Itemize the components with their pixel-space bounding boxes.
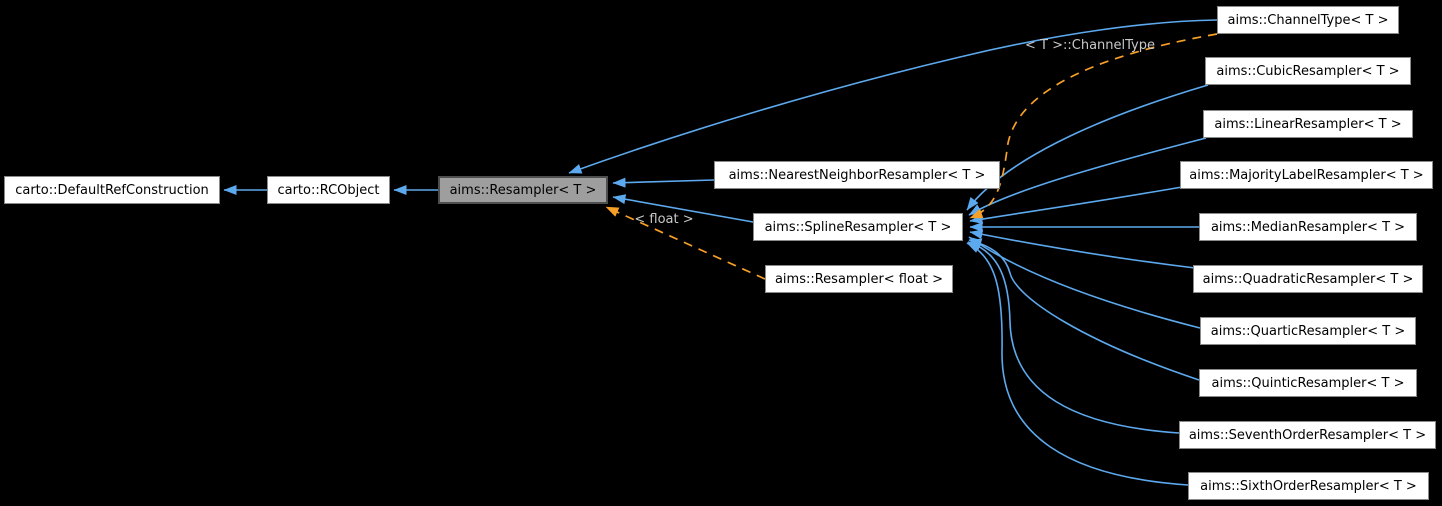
edge-nearestneighbor-to-resampler [612, 177, 715, 188]
edge-linear-to-spline [968, 137, 1207, 216]
edge-resamplerfloat-to-resampler [605, 206, 766, 280]
node-aims-linearresampler[interactable]: aims::LinearResampler< T > [1203, 110, 1413, 138]
node-aims-sixthorderresampler[interactable]: aims::SixthOrderResampler< T > [1188, 472, 1429, 500]
node-aims-quarticresampler[interactable]: aims::QuarticResampler< T > [1200, 317, 1416, 345]
edge-quartic-to-spline [968, 236, 1201, 329]
node-aims-channeltype[interactable]: aims::ChannelType< T > [1217, 6, 1399, 34]
edge-seventhorder-to-spline [967, 240, 1180, 434]
node-aims-nearestneighborresampler[interactable]: aims::NearestNeighborResampler< T > [714, 161, 1000, 189]
edge-quadratic-to-spline [969, 229, 1196, 269]
node-aims-seventhorderresampler[interactable]: aims::SeventhOrderResampler< T > [1179, 421, 1436, 449]
edge-label-channeltype: < T >::ChannelType [1025, 38, 1155, 53]
node-aims-majoritylabelresampler[interactable]: aims::MajorityLabelResampler< T > [1180, 161, 1433, 189]
edge-quintic-to-spline [968, 238, 1200, 381]
edge-channeltype-to-resampler [568, 19, 1218, 174]
edge-label-float: < float > [634, 212, 694, 227]
edge-sixthorder-to-spline [966, 242, 1189, 486]
node-aims-medianresampler[interactable]: aims::MedianResampler< T > [1199, 213, 1417, 241]
node-aims-resampler-float[interactable]: aims::Resampler< float > [765, 265, 953, 293]
edge-majoritylabel-to-spline [969, 186, 1183, 224]
edge-cubic-to-spline [966, 84, 1209, 211]
node-carto-defaultrefconstruction[interactable]: carto::DefaultRefConstruction [4, 176, 220, 204]
node-aims-splineresampler[interactable]: aims::SplineResampler< T > [753, 213, 963, 241]
edge-spline-to-resampler [612, 194, 754, 223]
node-aims-resampler-t[interactable]: aims::Resampler< T > [438, 176, 608, 204]
node-aims-quadraticresampler[interactable]: aims::QuadraticResampler< T > [1193, 265, 1423, 293]
edge-channeltype-to-spline [969, 33, 1218, 219]
node-carto-rcobject[interactable]: carto::RCObject [267, 176, 390, 204]
node-aims-cubicresampler[interactable]: aims::CubicResampler< T > [1205, 57, 1411, 85]
node-aims-quinticresampler[interactable]: aims::QuinticResampler< T > [1199, 369, 1417, 397]
